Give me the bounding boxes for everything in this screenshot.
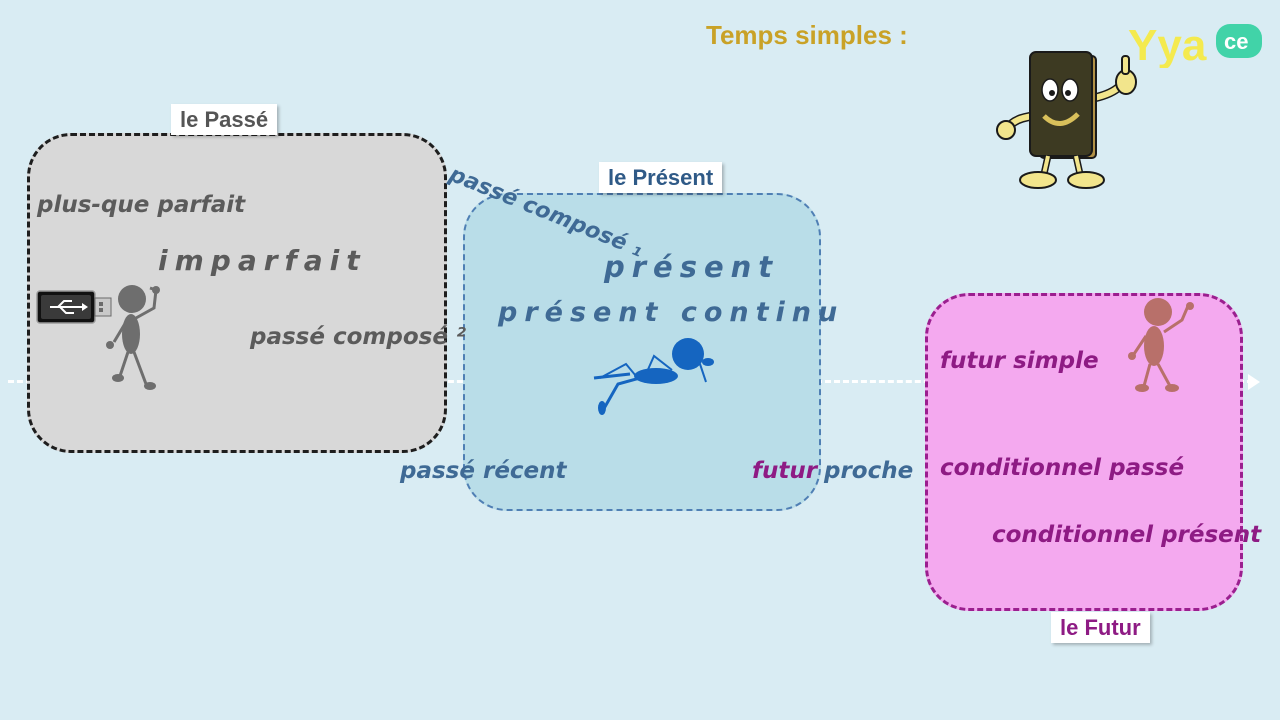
- book-mascot-icon: [996, 51, 1137, 189]
- page-title: Temps simples :: [706, 20, 908, 50]
- zone-present: [463, 193, 821, 511]
- label-futur-proche-proche: proche: [824, 458, 914, 484]
- tab-le-present: le Présent: [599, 162, 723, 193]
- zone-futur: [925, 293, 1243, 611]
- logo-text: Yya: [1128, 21, 1207, 68]
- label-present: présent: [604, 250, 780, 284]
- yyace-logo-icon: Yya ce: [1128, 21, 1262, 68]
- usb-icon: [36, 290, 112, 324]
- label-futur-proche-futur: futur: [752, 458, 818, 484]
- label-passe-recent: passé récent: [400, 458, 567, 484]
- timeline-arrowhead: [1248, 374, 1260, 390]
- tab-le-futur: le Futur: [1051, 612, 1150, 643]
- label-plus-que-parfait: plus-que parfait: [37, 192, 246, 218]
- stick-figure-past-icon: [106, 285, 160, 390]
- logo-badge: ce: [1224, 29, 1248, 54]
- stick-figure-future-icon: [1128, 298, 1194, 392]
- label-present-continu: présent continu: [498, 297, 845, 328]
- label-conditionnel-passe: conditionnel passé: [940, 455, 1185, 481]
- tab-le-passe: le Passé: [171, 104, 278, 135]
- label-futur-simple: futur simple: [940, 348, 1099, 374]
- label-passe-compose-2: passé composé ²: [250, 324, 467, 350]
- zone-passe: [27, 133, 447, 453]
- stick-figure-lying-icon: [593, 338, 714, 415]
- label-imparfait: imparfait: [158, 244, 367, 277]
- label-conditionnel-present: conditionnel présent: [992, 522, 1262, 548]
